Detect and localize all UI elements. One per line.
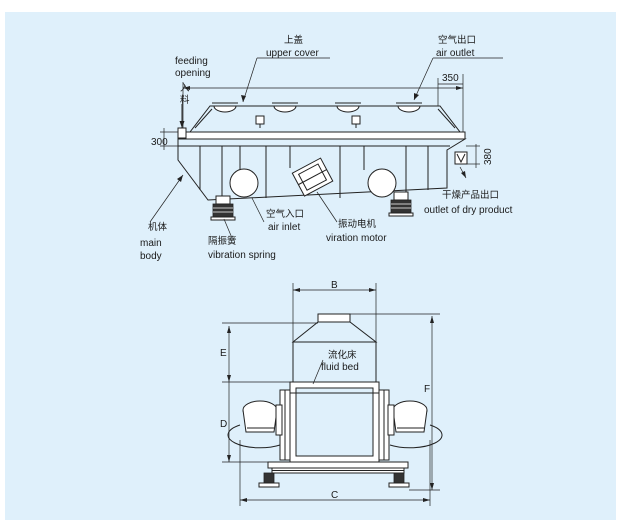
main-body-label-en-1: main [140,238,162,249]
dimension-350: 350 [442,73,459,84]
dimension-d: D [220,419,227,430]
front-elevation-view [222,283,443,506]
fluid-bed-label-cn: 流化床 [328,349,357,361]
fluid-bed-label-en: fluid bed [321,362,359,373]
dimension-e: E [220,348,227,359]
dimension-b: B [331,280,338,291]
dimension-c: C [331,490,338,501]
feeding-opening-label-en-2: opening [175,68,211,79]
vibration-spring-label-cn: 隔振簧 [208,235,237,247]
upper-cover-label-cn: 上盖 [284,34,304,46]
air-inlet-label-cn: 空气入口 [266,208,304,220]
main-body-label-cn: 机体 [148,221,168,233]
upper-cover-label-en: upper cover [266,48,319,59]
dimension-300: 300 [151,137,168,148]
air-outlet-label-en: air outlet [436,48,475,59]
feeding-label-cn-2: 料 [180,94,190,106]
dimension-f: F [424,384,430,395]
dry-product-outlet-label-cn: 干燥产品出口 [442,189,499,201]
vibration-motor-label-en: viration motor [326,233,387,244]
feeding-label-cn-1: 入 [180,83,190,94]
dry-product-outlet-label-en: outlet of dry product [424,205,513,216]
vibration-spring-label-en: vibration spring [208,250,276,261]
feeding-opening-label-en-1: feeding [175,56,208,67]
side-elevation-view [149,57,503,239]
main-body-label-en-2: body [140,251,162,262]
vibration-motor-label-cn: 振动电机 [338,218,377,230]
air-outlet-label-cn: 空气出口 [438,34,476,46]
dimension-380: 380 [483,148,494,165]
air-inlet-label-en: air inlet [268,222,300,233]
